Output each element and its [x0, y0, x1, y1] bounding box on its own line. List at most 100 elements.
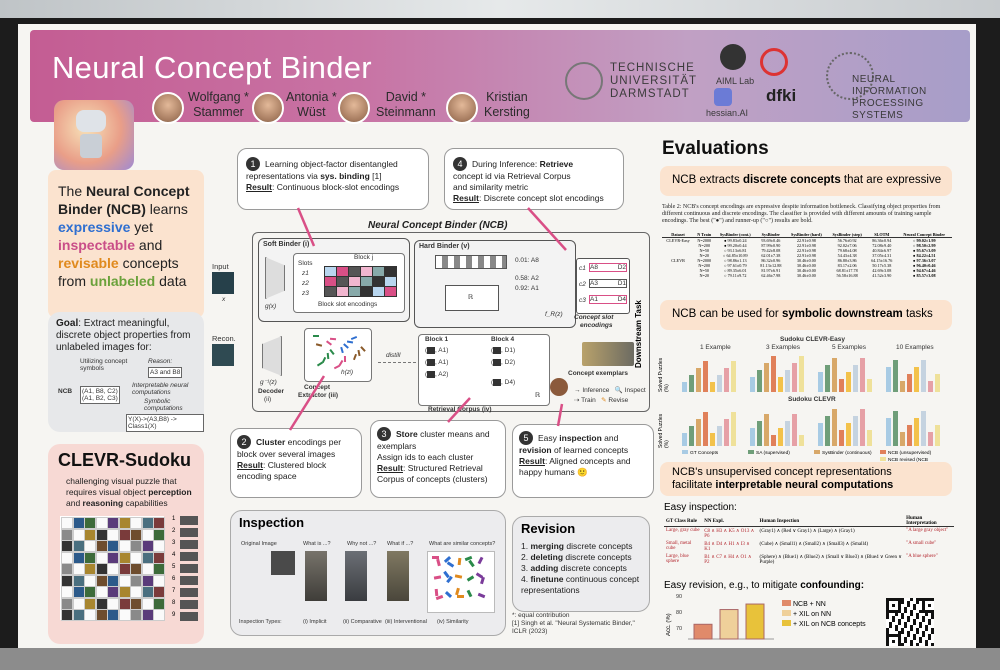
bar-legend-item: GT Concepts — [682, 450, 748, 457]
qr-module — [898, 631, 901, 634]
sudoku-cell — [130, 540, 142, 552]
qr-module — [922, 631, 925, 634]
sudoku-cell — [141, 528, 154, 541]
robot-head-icon — [76, 110, 106, 132]
sudoku-cell — [130, 574, 142, 587]
qr-module — [886, 601, 889, 604]
revision-bar — [719, 609, 739, 640]
sudoku-bar — [867, 379, 872, 392]
qr-module — [922, 634, 925, 637]
example-label: 1 Example — [700, 344, 731, 351]
qr-module — [895, 634, 898, 637]
bar-legend-item: SA (supervised) — [748, 450, 814, 457]
sudoku-cell — [153, 551, 165, 564]
table-cell: 37.05±4.31 — [872, 253, 892, 258]
chart-ylabel: Solved Puzzles (%) — [658, 357, 670, 392]
sudoku-bar — [799, 356, 804, 392]
rc-row-text: A1) — [438, 347, 449, 354]
revision-bold: adding — [530, 563, 559, 573]
claim-text: NCB can be used for — [672, 308, 782, 320]
qr-module — [910, 643, 913, 646]
qr-module — [922, 616, 925, 619]
block-1-label: Block 1 — [425, 336, 449, 343]
qr-module — [907, 616, 910, 619]
slot-label: z1 — [302, 270, 309, 277]
table-cell: ● 97.36±3.07 — [912, 258, 936, 263]
sudoku-cell — [107, 528, 119, 541]
step-result: : Aligned concepts and happy humans 🙂 — [519, 456, 631, 477]
qr-module — [931, 643, 934, 646]
qr-module — [889, 634, 892, 637]
cluster-dot — [357, 349, 361, 357]
corpus-symbol: ℝ — [535, 392, 541, 399]
sudoku-cell — [84, 563, 96, 575]
inspection-col: What if ...? — [387, 541, 414, 547]
qr-module — [892, 619, 895, 622]
intro-ncb2: Binder (NCB) — [58, 201, 146, 217]
corpus-symbol: ℝ — [468, 294, 474, 301]
step-text: concept id via Retrieval Corpus — [453, 171, 571, 181]
sudoku-bar — [914, 418, 919, 446]
qr-module — [928, 622, 931, 625]
clevr-title: CLEVR-Sudoku — [58, 450, 191, 470]
revision-bold: merging — [530, 541, 564, 551]
sudoku-bar — [724, 368, 729, 392]
step-bold: sys. binding — [320, 171, 370, 181]
table-cell: ● 96.40±0.46 — [912, 263, 936, 268]
step-result-label: Result — [246, 182, 272, 192]
c-label: c2 — [579, 281, 586, 288]
sudoku-bar — [792, 414, 797, 446]
table-cell: 30.46±0.00 — [796, 263, 816, 268]
sudoku-cell — [141, 517, 154, 529]
author-4: Kristian Kersting — [484, 90, 530, 120]
qr-module — [889, 610, 892, 613]
qr-module — [919, 625, 922, 628]
acc-tick: 80 — [676, 610, 683, 616]
qr-module — [922, 610, 925, 613]
qr-module — [913, 607, 916, 610]
qr-module — [931, 613, 934, 616]
qr-module — [886, 610, 889, 613]
clevr-desc: challenging visual puzzle that requires … — [66, 476, 200, 509]
sudoku-cell — [61, 609, 73, 621]
sudoku-easy-bars — [682, 356, 940, 392]
sudoku-cell — [130, 551, 142, 564]
qr-module — [895, 613, 898, 616]
goal-label: Goal — [56, 318, 79, 329]
qr-module — [895, 598, 898, 601]
sudoku-cell — [141, 586, 154, 598]
sudoku-cell — [107, 517, 119, 529]
sudoku-bar — [717, 375, 722, 392]
qr-module — [916, 598, 919, 601]
footnote: ICLR (2023) — [512, 628, 548, 635]
decoder-fn: g⁻¹(z) — [260, 379, 277, 386]
sudoku-bar — [893, 360, 898, 392]
sudoku-cell — [61, 586, 73, 598]
qr-module — [931, 598, 934, 601]
intro-span: The — [58, 183, 87, 199]
qr-module — [886, 616, 889, 619]
qr-module — [901, 613, 904, 616]
table-cell: 42.69±3.08 — [872, 268, 892, 273]
qr-module — [904, 622, 907, 625]
sudoku-cell — [153, 540, 165, 552]
inspection-col: What are similar concepts? — [429, 541, 496, 547]
sudoku-cell — [61, 540, 73, 552]
sudoku-charts: Sudoku CLEVR-Easy 1 Example 3 Examples 5… — [658, 336, 952, 469]
sudoku-bar — [689, 426, 694, 446]
inspection-title: Inspection — [239, 515, 305, 530]
similarity-dot — [466, 589, 473, 598]
similarity-dot — [434, 588, 439, 597]
author-photo — [338, 92, 370, 124]
table-cell: N=2000 — [697, 238, 712, 243]
qr-module — [889, 625, 892, 628]
sudoku-cell — [118, 563, 131, 575]
table-cell: 64.15±16.76 — [871, 258, 893, 263]
similarity-dot — [457, 557, 462, 566]
qr-module — [931, 631, 934, 634]
